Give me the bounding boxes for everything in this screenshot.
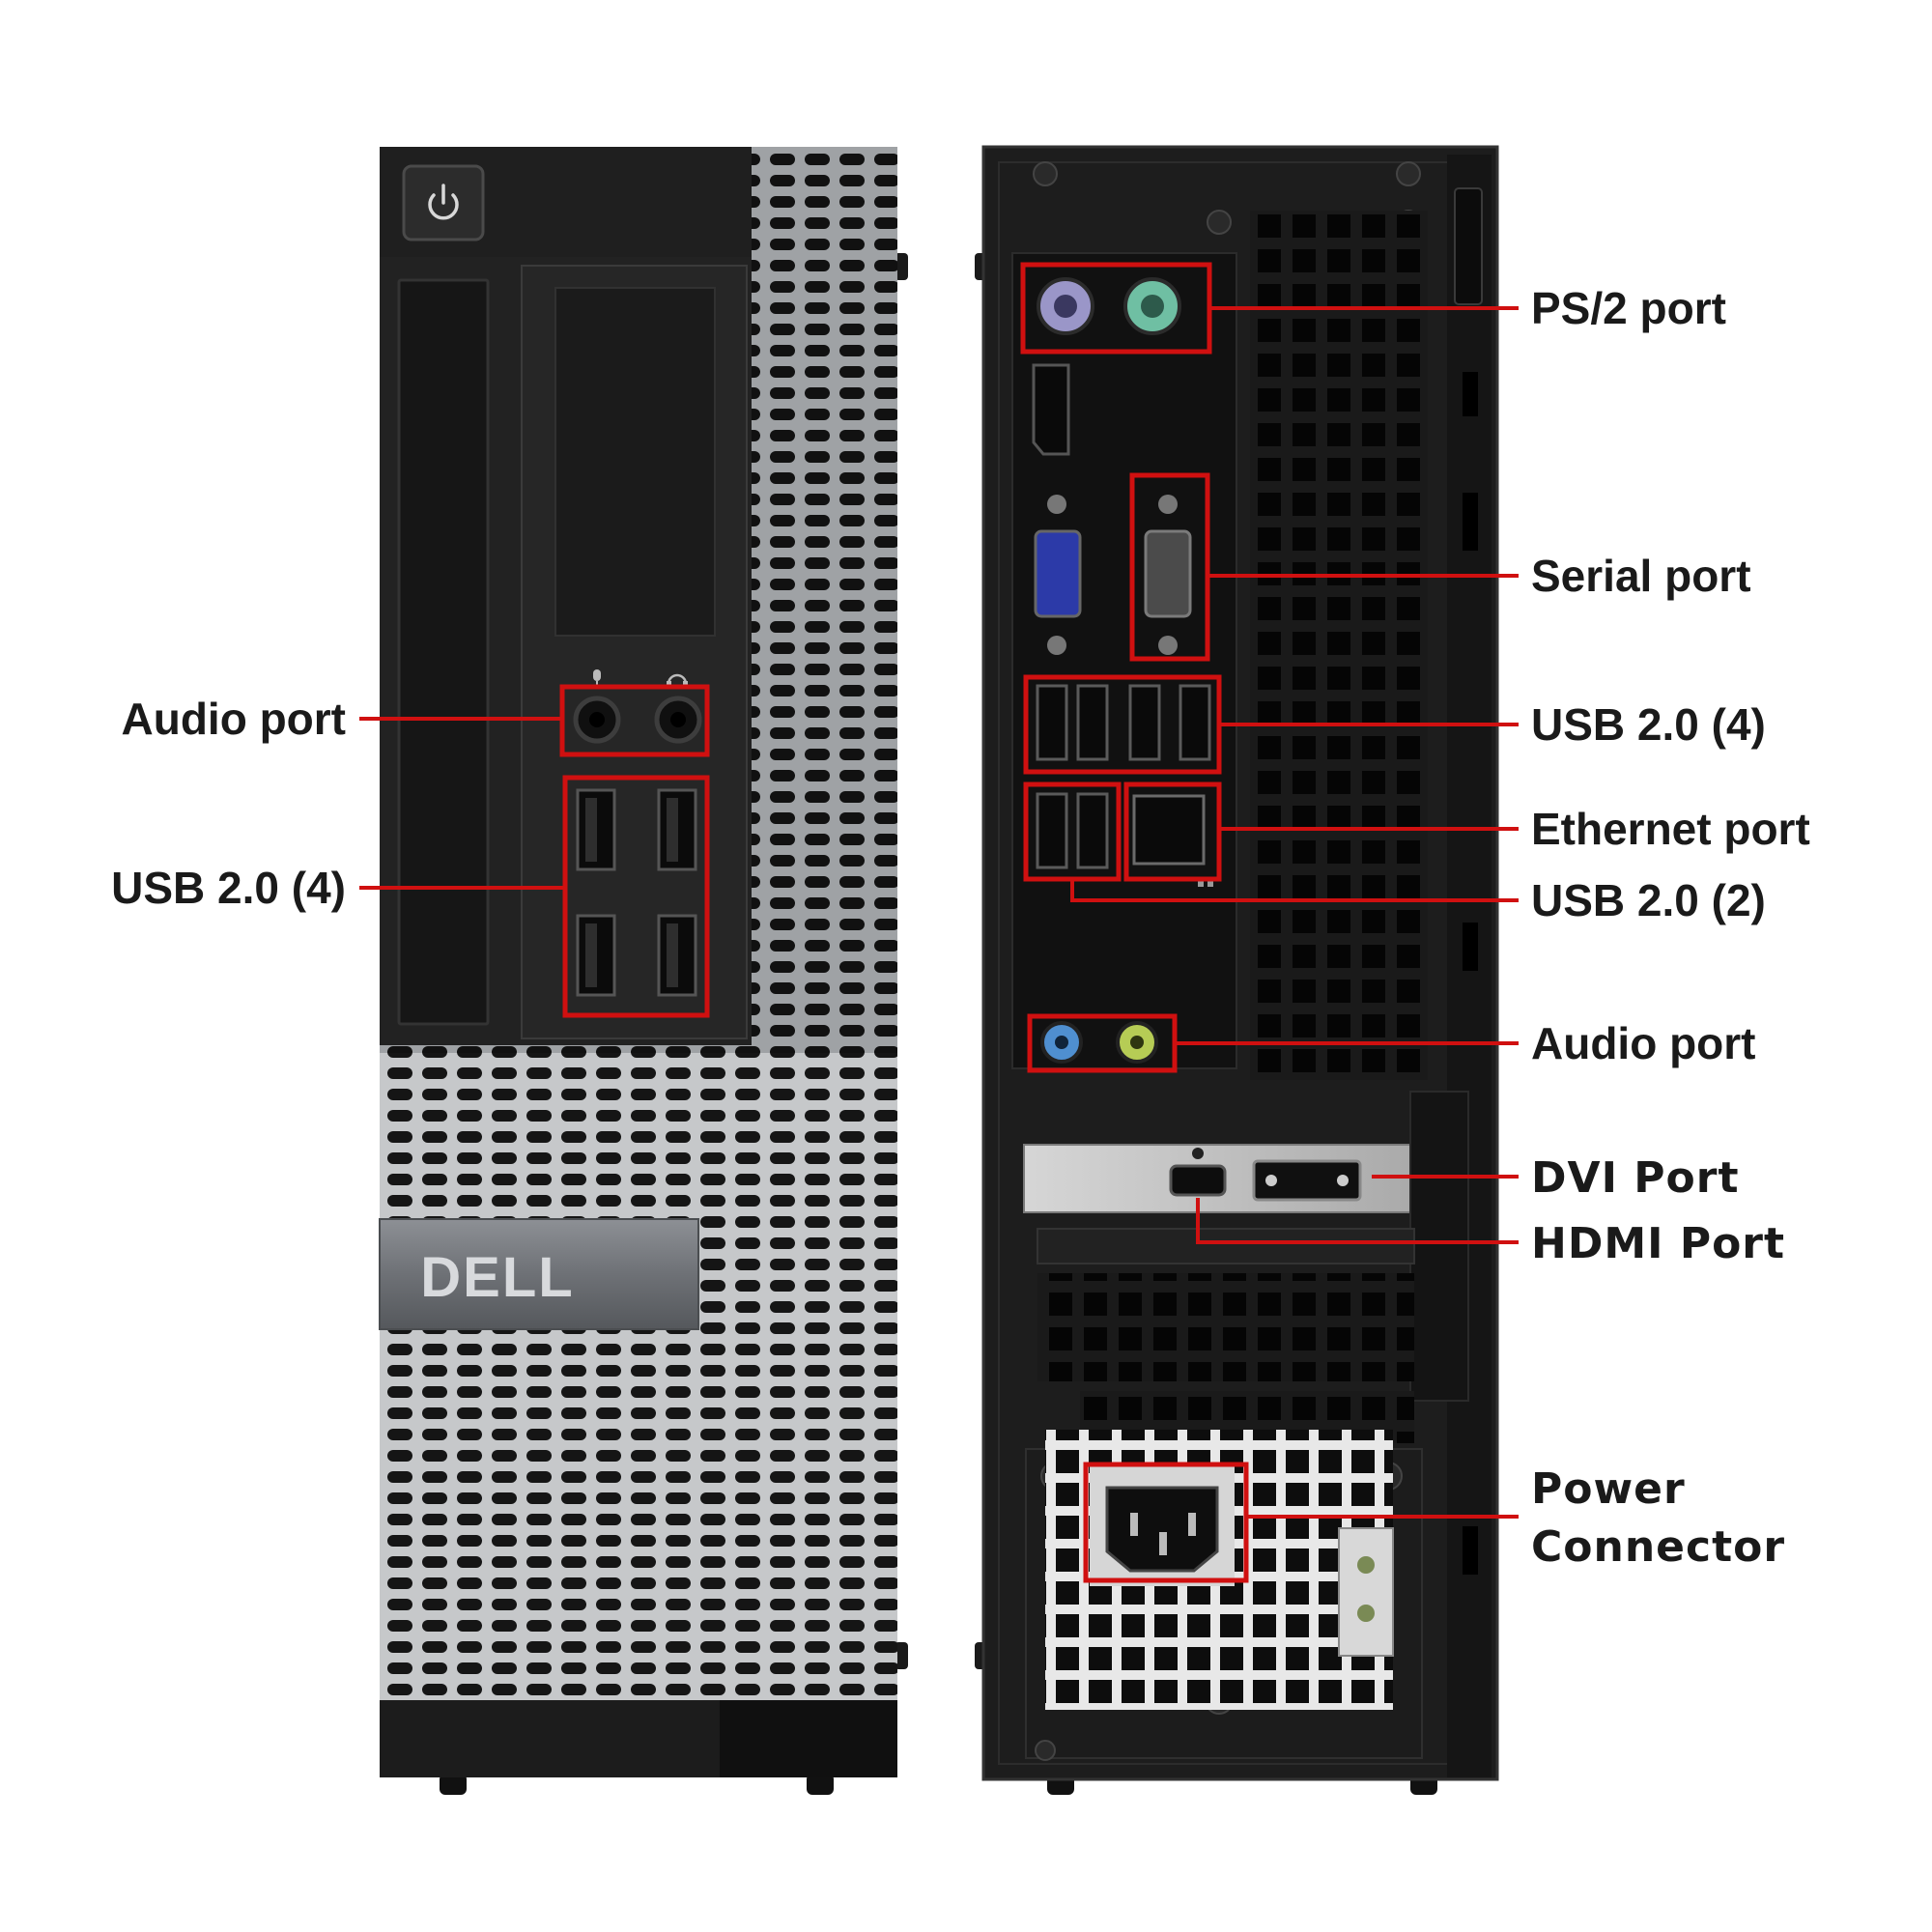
serial-label: Serial port [1531, 551, 1751, 601]
front-usb-highlight [562, 775, 710, 1018]
front-mesh-lower [380, 1053, 897, 1702]
ethernet-highlight [1123, 781, 1222, 882]
vga-port[interactable] [1034, 529, 1082, 618]
rear-audio-label: Audio port [1531, 1018, 1756, 1068]
serial-port[interactable] [1144, 529, 1192, 618]
power-button-icon [428, 184, 459, 220]
front-tower: DELL [379, 147, 908, 1795]
rear-usb-port[interactable] [1076, 684, 1109, 761]
dvi-port[interactable] [1252, 1159, 1362, 1202]
power-connector-highlight [1083, 1462, 1249, 1583]
rear-usb-port[interactable] [1128, 684, 1161, 761]
psu-status-led [1357, 1605, 1375, 1622]
optical-drive-bay [397, 278, 490, 1026]
front-foot-left [440, 1774, 467, 1795]
rear-vent [1250, 211, 1428, 1080]
dell-logo: DELL [420, 1246, 574, 1309]
displayport[interactable] [1032, 363, 1070, 456]
rear-usb2-leader [1070, 879, 1519, 902]
front-side-screw [895, 253, 908, 280]
slot-cover-vent [1037, 1273, 1414, 1381]
rear-usb-port[interactable] [1036, 684, 1068, 761]
psu-diagnostic-panel [1338, 1527, 1394, 1657]
rear-usb-ports-upper [1036, 684, 1211, 761]
rear-usb-port[interactable] [1179, 684, 1211, 761]
rear-latch[interactable] [1454, 187, 1483, 305]
hdmi-label: HDMI Port [1531, 1219, 1785, 1268]
dvi-label: DVI Port [1531, 1153, 1739, 1203]
rear-usb-port[interactable] [1076, 792, 1109, 869]
rear-tower [975, 145, 1499, 1795]
power-label-line2: Connector [1531, 1522, 1785, 1572]
rear-usb2-label: USB 2.0 (2) [1531, 875, 1766, 925]
dell-logo-plate [379, 1218, 699, 1330]
card-retention-latch[interactable] [1409, 1091, 1469, 1402]
rear-callouts: PS/2 port Serial port USB 2.0 (4) Ethern… [1020, 262, 1810, 1583]
front-callouts: Audio port USB 2.0 (4) [111, 684, 710, 1018]
front-usb-ports [576, 788, 697, 997]
ethernet-label: Ethernet port [1531, 804, 1810, 854]
network-icon [1198, 881, 1213, 887]
power-connector[interactable] [1105, 1486, 1219, 1573]
serial-highlight [1129, 472, 1210, 662]
front-side-screw [895, 1642, 908, 1669]
hdmi-port[interactable] [1169, 1164, 1227, 1197]
front-audio-label: Audio port [122, 694, 347, 744]
drive-bay-cover [554, 287, 716, 637]
rear-usb-port[interactable] [1036, 792, 1068, 869]
front-foot-right [807, 1774, 834, 1795]
psu-test-button[interactable] [1357, 1556, 1375, 1574]
power-label-line1: Power [1531, 1464, 1686, 1514]
front-usb-label: USB 2.0 (4) [111, 863, 346, 913]
ps2-label: PS/2 port [1531, 283, 1726, 333]
rear-usb-ports-lower [1036, 792, 1109, 869]
ethernet-port[interactable] [1132, 794, 1206, 866]
hdmi-leader [1196, 1198, 1519, 1244]
rear-usb4-label: USB 2.0 (4) [1531, 699, 1766, 750]
